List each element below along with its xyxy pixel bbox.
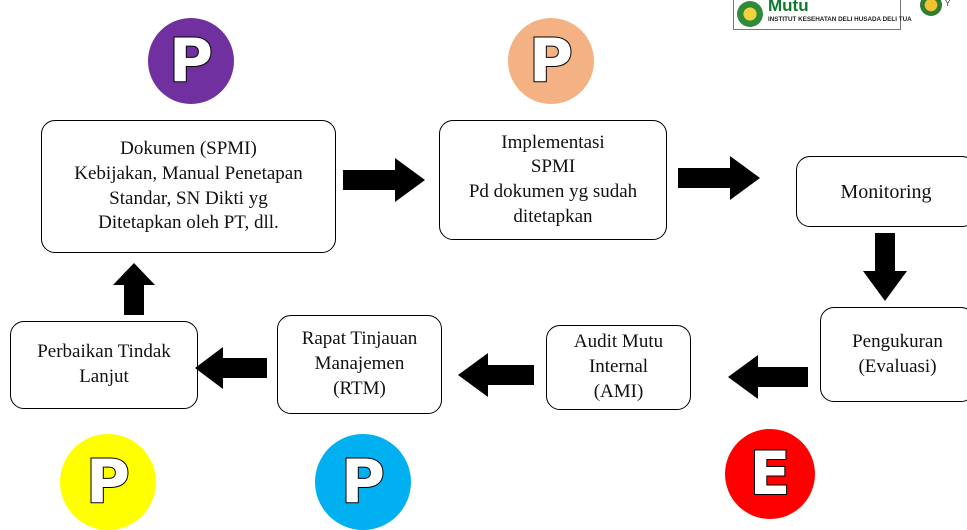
- circle-letter: P: [528, 26, 574, 96]
- arrow-right-1: [343, 158, 425, 202]
- logo-subtitle: INSTITUT KESEHATAN DELI HUSADA DELI TUA: [768, 16, 912, 23]
- box-pengukuran: Pengukuran (Evaluasi): [820, 307, 967, 402]
- arrow-left-3: [195, 347, 267, 389]
- box-rapat-tinjauan: Rapat Tinjauan Manajemen (RTM): [277, 315, 442, 414]
- secondary-emblem-icon: [920, 0, 942, 16]
- circle-letter: P: [340, 447, 386, 517]
- arrow-left-2: [458, 353, 534, 397]
- circle-letter: E: [749, 439, 792, 509]
- box-dokumen-spmi: Dokumen (SPMI) Kebijakan, Manual Penetap…: [41, 120, 336, 253]
- circle-letter: P: [168, 26, 214, 96]
- arrow-right-2: [678, 156, 760, 200]
- secondary-logo-fragment: Y: [945, 0, 951, 8]
- arrow-up-1: [113, 263, 155, 315]
- circle-p-blue: P: [315, 434, 411, 530]
- institution-logo-banner: Mutu INSTITUT KESEHATAN DELI HUSADA DELI…: [733, 0, 912, 30]
- circle-e-red: E: [725, 429, 815, 519]
- box-audit-mutu-internal: Audit Mutu Internal (AMI): [546, 325, 691, 410]
- box-monitoring: Monitoring: [796, 156, 967, 227]
- secondary-logo: Y: [918, 0, 958, 30]
- circle-letter: P: [85, 447, 131, 517]
- arrow-down-1: [863, 233, 907, 301]
- circle-p-orange: P: [508, 18, 594, 104]
- circle-p-yellow: P: [60, 434, 156, 530]
- box-implementasi: Implementasi SPMI Pd dokumen yg sudah di…: [439, 120, 667, 240]
- institution-emblem-icon: [737, 1, 763, 27]
- box-perbaikan: Perbaikan Tindak Lanjut: [10, 321, 198, 409]
- circle-p-purple: P: [148, 18, 234, 104]
- logo-word: Mutu: [768, 0, 809, 15]
- arrow-left-1: [728, 355, 808, 399]
